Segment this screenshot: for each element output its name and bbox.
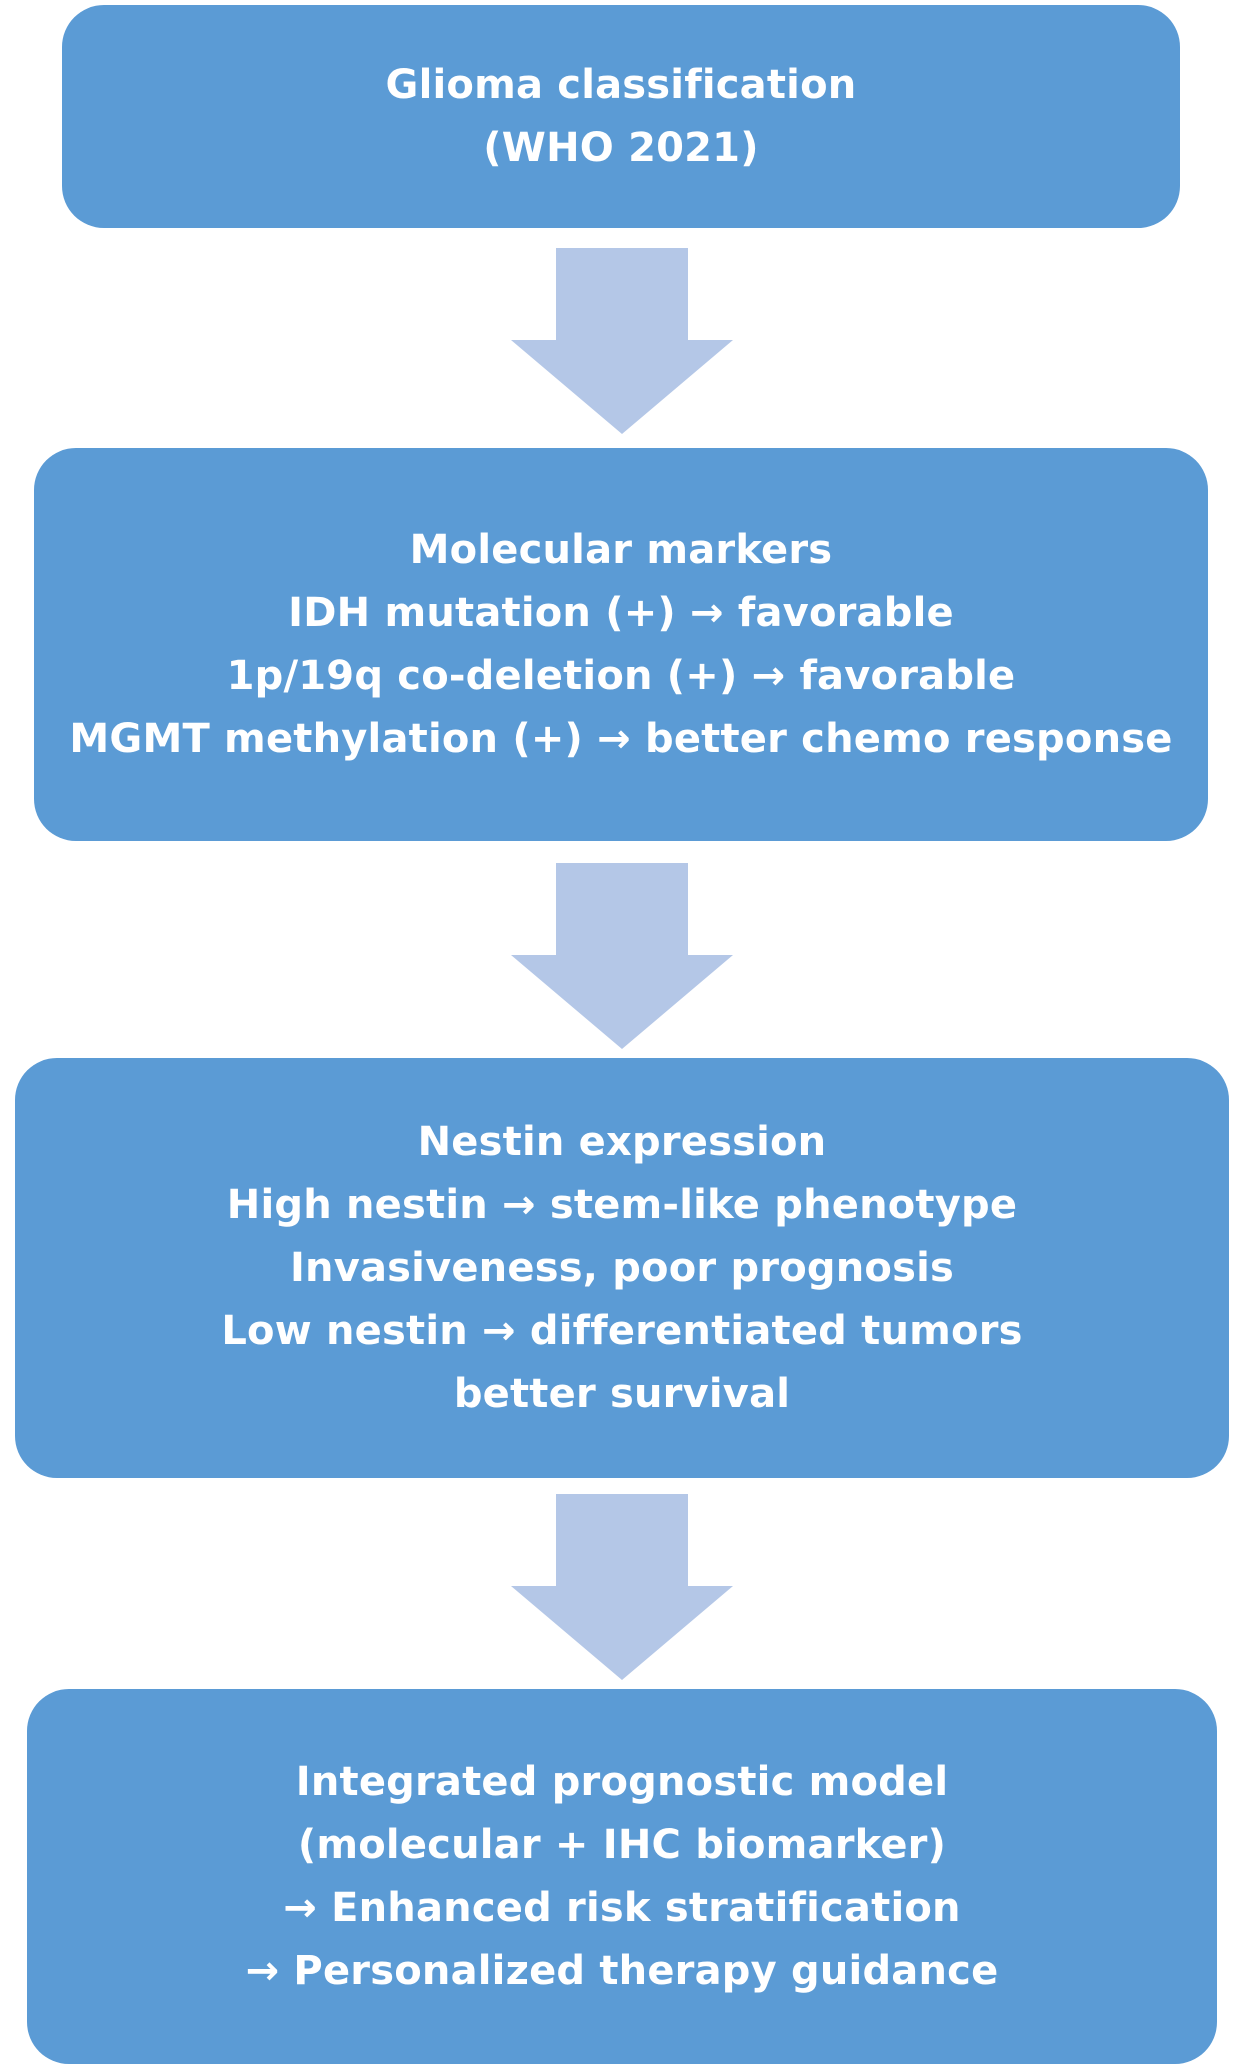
down-arrow-icon [511, 1494, 733, 1680]
box-line: High nestin → stem-like phenotype [226, 1181, 1018, 1228]
box-line: (WHO 2021) [483, 124, 759, 171]
box-line: Low nestin → differentiated tumors [221, 1307, 1023, 1354]
box-line: Invasiveness, poor prognosis [289, 1244, 955, 1291]
flow-box-molecular-markers: Molecular markers IDH mutation (+) → fav… [34, 448, 1208, 841]
box-line: → Personalized therapy guidance [245, 1947, 999, 1994]
box-title: Nestin expression [417, 1118, 827, 1165]
flow-box-integrated-model: Integrated prognostic model (molecular +… [27, 1689, 1217, 2064]
box-line: (molecular + IHC biomarker) [297, 1821, 947, 1868]
box-line: → Enhanced risk stratification [283, 1884, 961, 1931]
flow-box-glioma-classification: Glioma classification (WHO 2021) [62, 5, 1180, 228]
box-title: Molecular markers [409, 526, 833, 573]
box-title: Glioma classification [385, 61, 857, 108]
box-title: Integrated prognostic model [295, 1758, 949, 1805]
box-line: 1p/19q co-deletion (+) → favorable [226, 652, 1016, 699]
box-line: better survival [453, 1370, 791, 1417]
down-arrow-icon [511, 248, 733, 434]
box-line: MGMT methylation (+) → better chemo resp… [69, 715, 1173, 762]
box-line: IDH mutation (+) → favorable [288, 589, 954, 636]
down-arrow-icon [511, 863, 733, 1049]
flow-box-nestin-expression: Nestin expression High nestin → stem-lik… [15, 1058, 1229, 1478]
